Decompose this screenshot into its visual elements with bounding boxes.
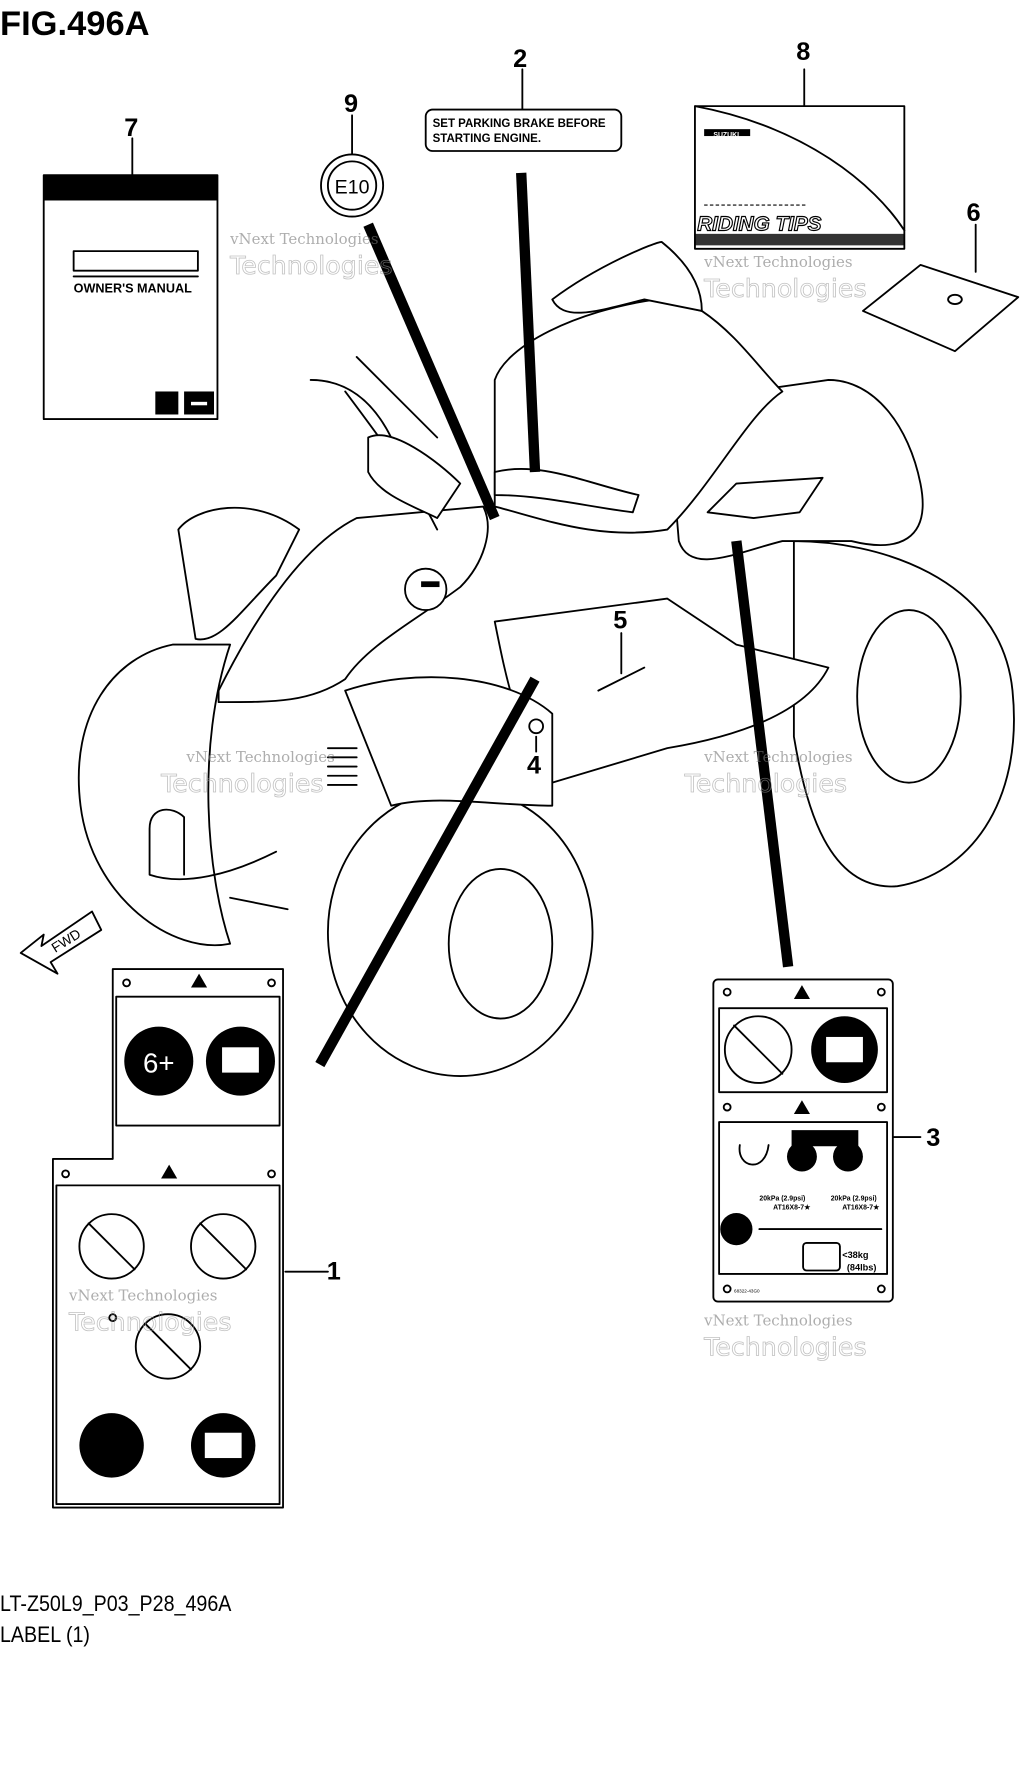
diagram-name: LABEL (1) [0,1623,90,1647]
watermark: vNext Technologies Technologies vNext Te… [68,230,867,1362]
watermark-text: Technologies [160,769,324,798]
watermark-text: vNext Technologies [703,253,852,271]
tire-right: AT16X8-7★ [842,1204,880,1212]
watermark-text: vNext Technologies [185,748,334,766]
part-number: 68322-43G0 [734,1288,760,1293]
label-7-owners-manual: OWNER'S MANUAL [42,174,219,421]
atv-illustration [77,240,1015,1077]
pressure-left: 20kPa (2.9psi) [759,1195,805,1202]
watermark-text: Technologies [229,251,393,280]
label-8-text: RIDING TIPS [697,212,821,235]
callout-2: 2 [513,45,527,73]
watermark-text: Technologies [703,274,867,303]
label-8-riding-tips: SUZUKI RIDING TIPS [694,105,906,250]
load-kg: <38kg [842,1250,868,1260]
callout-4: 4 [527,751,541,779]
tire-left: AT16X8-7★ [773,1204,811,1212]
diagram-code: LT-Z50L9_P03_P28_496A [0,1592,232,1616]
label-2-parking-brake: SET PARKING BRAKE BEFORE STARTING ENGINE… [424,108,623,152]
watermark-text: Technologies [684,769,848,798]
watermark-text: vNext Technologies [703,1312,852,1330]
load-lbs: (84lbs) [847,1263,877,1273]
callout-5: 5 [613,606,627,634]
label-7-text: OWNER'S MANUAL [74,282,192,296]
label-1-warning: 6+ [52,968,284,1509]
label-9-e10: E10 [320,153,385,218]
age-warning-text: 6+ [143,1048,174,1079]
label-2-line-2: STARTING ENGINE. [433,133,541,145]
figure-title: FIG.496A [0,5,150,43]
label-3-warning: 20kPa (2.9psi) AT16X8-7★ 20kPa (2.9psi) … [712,978,894,1303]
callout-8: 8 [796,38,810,66]
callout-1: 1 [327,1258,341,1286]
watermark-text: vNext Technologies [229,230,378,248]
callout-3: 3 [926,1124,940,1152]
watermark-text: Technologies [68,1307,232,1336]
label-9-text: E10 [335,177,370,199]
label-2-line-1: SET PARKING BRAKE BEFORE [433,118,606,130]
watermark-text: vNext Technologies [68,1286,217,1304]
item-6-pouch [862,263,1020,353]
watermark-text: Technologies [703,1333,867,1362]
watermark-text: vNext Technologies [703,748,852,766]
callout-6: 6 [966,199,980,227]
brand-logo-text: SUZUKI [713,132,739,139]
pressure-right: 20kPa (2.9psi) [831,1195,877,1202]
fwd-arrow: FWD [19,910,103,975]
leader-lines [131,68,977,1273]
callout-9: 9 [344,90,358,118]
callout-7: 7 [124,114,138,142]
